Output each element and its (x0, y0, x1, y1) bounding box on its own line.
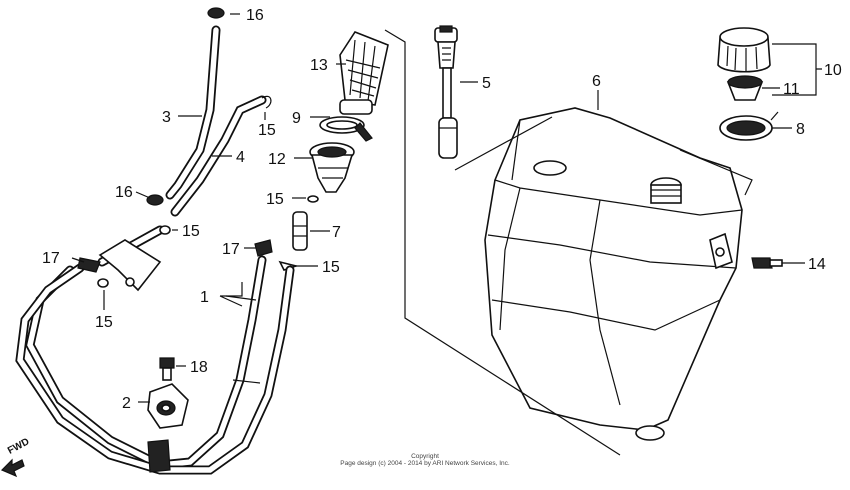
callout-15-top: 15 (258, 122, 276, 139)
callout-13: 13 (310, 57, 328, 74)
hose-clamp (147, 439, 171, 473)
vent-cap (309, 142, 355, 193)
clip-15-left (97, 278, 109, 288)
hose-bracket (77, 239, 162, 292)
clip-15-top (261, 95, 272, 109)
callout-11: 11 (783, 81, 800, 98)
callout-17-left: 17 (42, 250, 60, 267)
callout-15-mid: 15 (182, 223, 200, 240)
bolt-14 (751, 257, 783, 269)
cap-gasket (726, 75, 764, 101)
fwd-arrow-icon (0, 458, 25, 478)
callout-16-top: 16 (246, 7, 264, 24)
clip-16-top (207, 7, 225, 19)
callout-15-right: 15 (322, 259, 340, 276)
hose-joint (292, 211, 308, 251)
copyright-title: Copyright (411, 453, 439, 460)
fuel-tank (484, 107, 743, 441)
leader-lines (71, 13, 822, 403)
callout-15-left: 15 (95, 314, 113, 331)
callout-6: 6 (592, 73, 601, 90)
clip-15-mid (159, 225, 171, 235)
copyright-notice: Page design (c) 2004 - 2014 by ARI Netwo… (340, 460, 510, 467)
callout-1: 1 (200, 289, 209, 306)
callout-5: 5 (482, 75, 491, 92)
clip-17-right (254, 239, 273, 257)
callout-18: 18 (190, 359, 208, 376)
tank-ring (719, 111, 779, 141)
callout-2: 2 (122, 395, 131, 412)
callout-17-right: 17 (222, 241, 240, 258)
callout-14: 14 (808, 256, 826, 273)
callout-16-mid: 16 (115, 184, 133, 201)
vent-clamp (319, 116, 373, 142)
callout-3: 3 (162, 109, 171, 126)
callout-7: 7 (332, 224, 341, 241)
callout-4: 4 (236, 149, 245, 166)
callout-15-upper: 15 (266, 191, 284, 208)
callout-9: 9 (292, 110, 301, 127)
callout-8: 8 (796, 121, 805, 138)
vent-filter (339, 31, 389, 115)
clip-16-mid (146, 194, 164, 206)
callout-10: 10 (824, 62, 842, 79)
callout-12: 12 (268, 151, 286, 168)
clip-15-upper (307, 195, 319, 203)
bolt-18 (159, 357, 175, 381)
fuel-valve (434, 25, 458, 159)
mount-bracket (147, 383, 189, 429)
assembly-outline (384, 29, 753, 456)
fuel-cap (717, 27, 771, 73)
